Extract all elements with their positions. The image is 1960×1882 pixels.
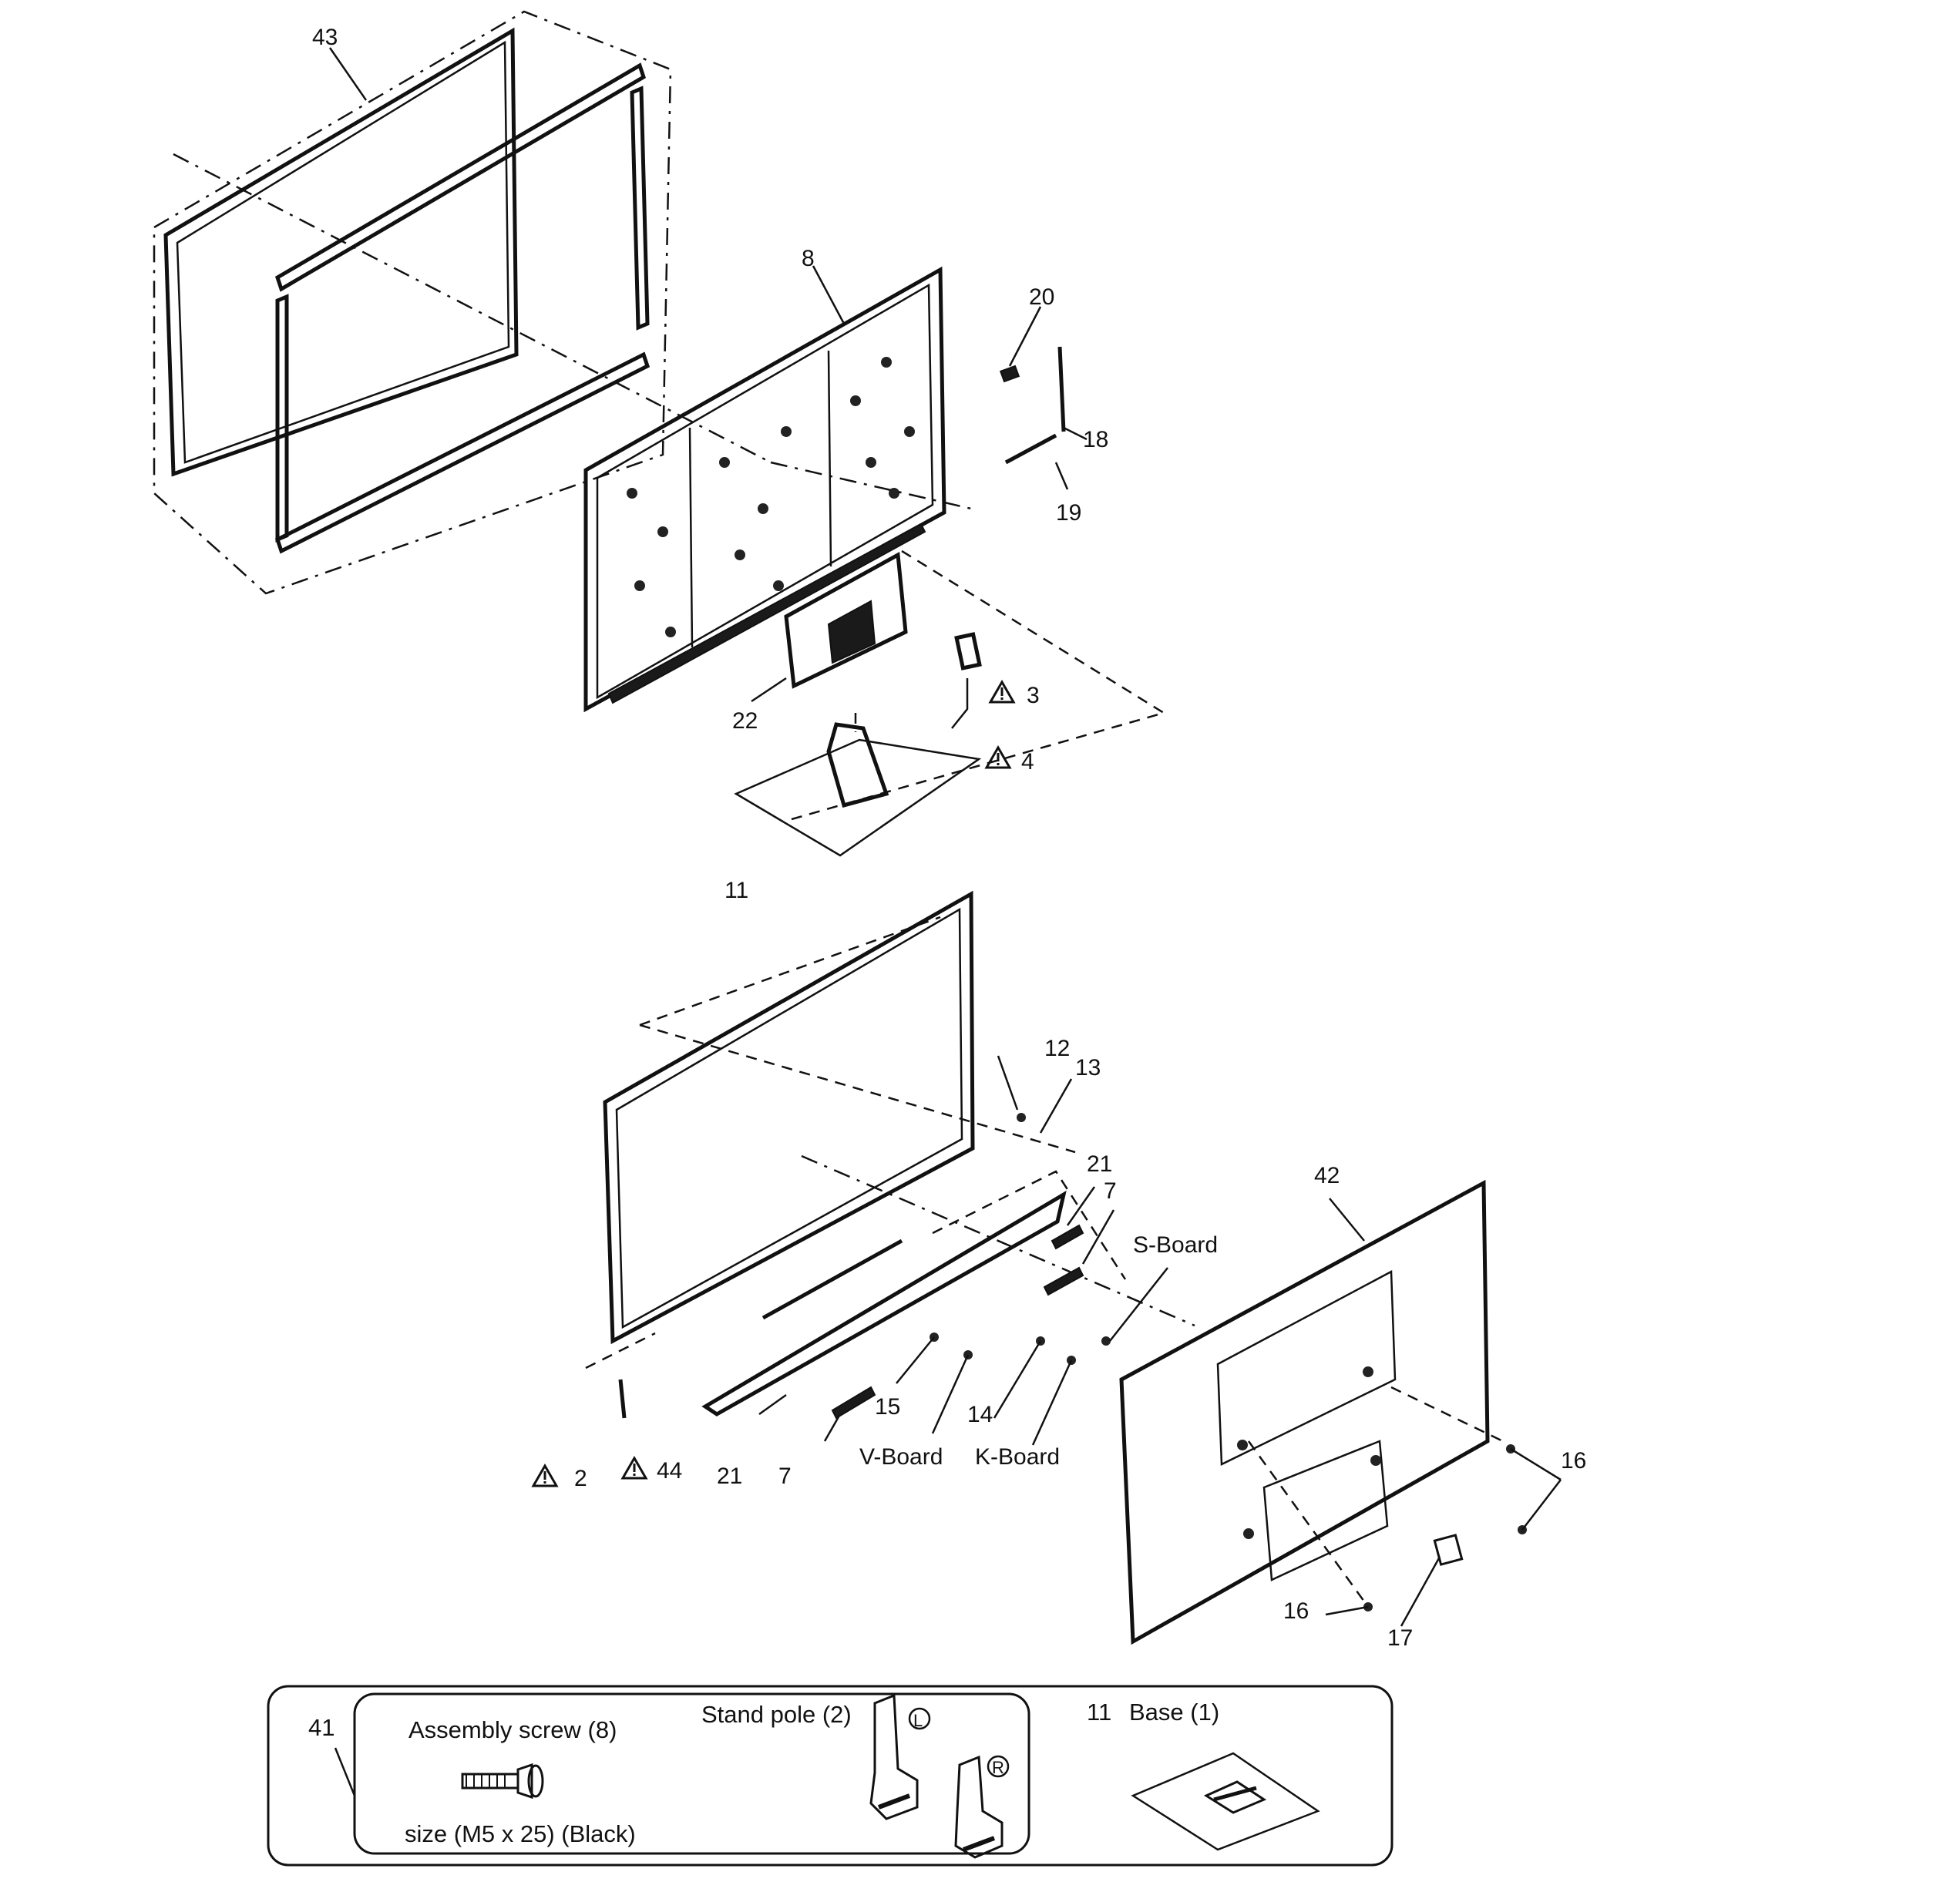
callout-s-board: S-Board: [1133, 1232, 1218, 1258]
speaker-and-board-parts: [618, 1113, 1111, 1420]
part-11-base: [734, 722, 982, 857]
callout-4: 4: [1021, 749, 1034, 775]
part-42-rear-cover: [1119, 1179, 1527, 1645]
callout-13: 13: [1075, 1055, 1101, 1080]
base-icon: [1131, 1752, 1320, 1851]
base-part-number: 11: [1087, 1699, 1111, 1726]
callout-19: 19: [1056, 500, 1081, 526]
callout-15: 15: [875, 1394, 900, 1420]
callout-labels: 43 8 20 18 19 22 3 4 11 12 13 21 7 42 S-…: [312, 25, 1586, 1651]
base-label: Base (1): [1129, 1699, 1219, 1726]
chassis-holes: [627, 357, 915, 637]
callout-12: 12: [1044, 1036, 1070, 1061]
leader-lines: [328, 47, 1562, 1627]
alignment-line-mid: [770, 461, 972, 510]
callout-11: 11: [724, 878, 748, 903]
assembly-screw-size: size (M5 x 25) (Black): [405, 1820, 636, 1847]
callout-18: 18: [1083, 427, 1108, 452]
callout-42: 42: [1314, 1163, 1340, 1188]
stand-pole-right-mark: R: [992, 1758, 1004, 1777]
callout-20: 20: [1029, 284, 1054, 310]
assembly-screw-icon: [461, 1763, 544, 1800]
callout-2: 2: [574, 1466, 587, 1491]
callout-v-board: V-Board: [859, 1444, 943, 1470]
callout-3: 3: [1027, 683, 1040, 708]
alignment-line-top: [173, 153, 772, 464]
callout-43: 43: [312, 25, 338, 50]
accessory-box-41: 41 Assembly screw (8) size (M5 x 25) (Bl…: [267, 1685, 1394, 1867]
accessory-group-number: 41: [308, 1714, 335, 1741]
board-dashed-box: [932, 1170, 1127, 1280]
alignment-line-lower: [801, 1154, 1195, 1327]
callout-16-right: 16: [1561, 1448, 1586, 1474]
callout-7-upper: 7: [1104, 1178, 1117, 1204]
callout-21-upper: 21: [1087, 1151, 1112, 1177]
assembly-screw-label: Assembly screw (8): [408, 1716, 617, 1743]
stand-pole-left-icon: [869, 1693, 919, 1820]
callout-7-lower: 7: [778, 1464, 792, 1489]
callout-8: 8: [802, 246, 815, 271]
part-3-4-cable: [951, 632, 982, 729]
part-22-stand-bracket: [784, 551, 908, 689]
callout-14: 14: [967, 1402, 993, 1427]
bezel-dashed-outline: [639, 916, 1076, 1154]
part-43-front-frame: [153, 10, 672, 595]
callout-17: 17: [1387, 1625, 1413, 1651]
stand-pole-label: Stand pole (2): [701, 1701, 852, 1728]
part-8-chassis: [583, 266, 946, 713]
callout-44: 44: [657, 1458, 682, 1484]
callout-k-board: K-Board: [975, 1444, 1060, 1470]
stand-pole-right-icon: [954, 1755, 1004, 1859]
parts-18-19-20: [999, 346, 1066, 465]
rear-cover-dashed-lead: [1247, 1386, 1504, 1608]
callout-16-lower: 16: [1283, 1598, 1309, 1624]
panel-bezel: [603, 890, 975, 1345]
callout-21-lower: 21: [717, 1464, 742, 1489]
stand-pole-left-mark: L: [913, 1711, 923, 1730]
part-2-dashed-lead: [585, 1332, 656, 1369]
callout-22: 22: [732, 708, 758, 734]
stand-dashed-outline: [785, 549, 1167, 822]
